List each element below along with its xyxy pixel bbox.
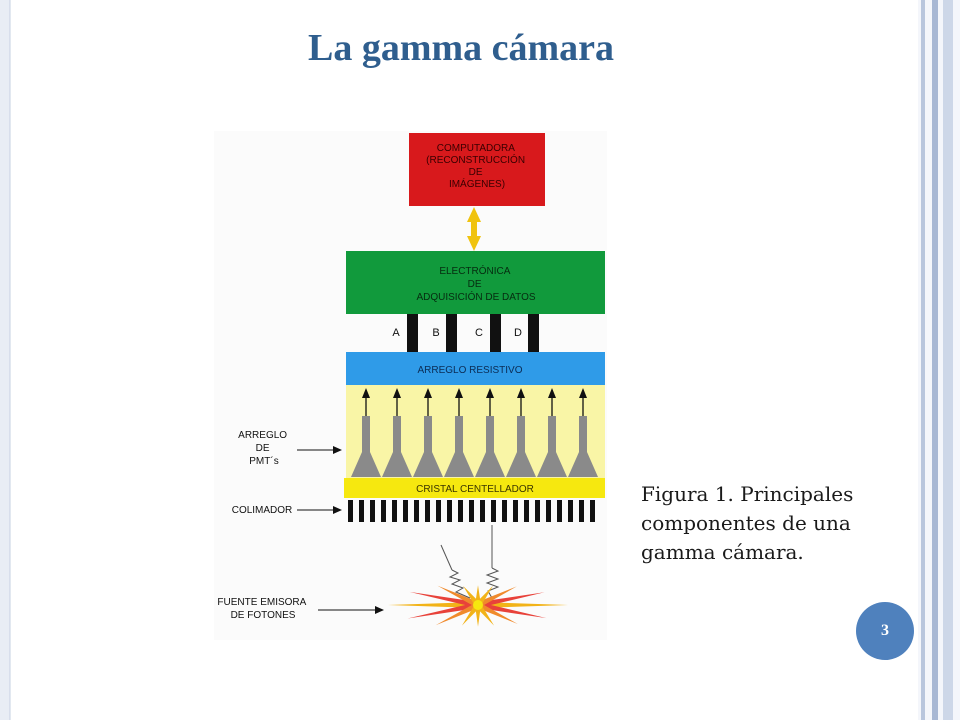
signal-label-c: C: [475, 327, 483, 339]
resistive-array-bar: [346, 352, 605, 385]
data-transfer-arrow: [467, 207, 481, 251]
computer-label: COMPUTADORA (RECONSTRUCCIÓN DE IMÁGENES): [426, 143, 528, 190]
scintillator-bar: [344, 478, 605, 498]
figure-caption: Figura 1. Principales componentes de una…: [641, 482, 854, 564]
slide-title: La gamma cámara: [307, 27, 615, 69]
pmt-array-label: ARREGLO DE PMT´s: [238, 430, 290, 467]
scintillator-label: CRISTAL CENTELLADOR: [416, 484, 534, 495]
resistive-array-label: ARREGLO RESISTIVO: [417, 365, 522, 376]
signal-lines: [407, 314, 539, 352]
burst-ray: [437, 585, 480, 608]
burst-ray: [388, 602, 478, 608]
photon-source-burst: [388, 585, 568, 627]
pmt-tube: [537, 388, 567, 477]
pmt-tube: [351, 388, 381, 477]
pmt-array: [351, 388, 598, 477]
pmt-tube: [444, 388, 474, 477]
burst-ray: [476, 586, 517, 608]
collimator-pointer-arrow: [297, 506, 342, 514]
burst-ray: [477, 602, 547, 619]
pmt-tube: [382, 388, 412, 477]
signal-label-b: B: [432, 327, 439, 339]
signal-label-d: D: [514, 327, 522, 339]
signal-labels: A B C D: [392, 327, 522, 339]
page-number-badge: 3: [856, 602, 914, 660]
source-pointer-arrow: [318, 606, 384, 614]
pmt-area: [346, 385, 605, 478]
pmt-tube: [475, 388, 505, 477]
burst-ray: [409, 591, 479, 608]
burst-ray: [477, 592, 545, 608]
burst-ray: [476, 602, 518, 625]
electronics-box: [346, 251, 605, 314]
burst-core: [473, 600, 483, 610]
burst-ray: [435, 602, 480, 626]
pmt-tube: [568, 388, 598, 477]
source-label: FUENTE EMISORA DE FOTONES: [217, 597, 308, 621]
burst-ray: [478, 602, 568, 608]
burst-ray: [407, 602, 479, 619]
computer-box: [409, 133, 545, 206]
pmt-tube: [506, 388, 536, 477]
pmt-pointer-arrow: [297, 446, 342, 454]
collimator: [348, 500, 595, 522]
signal-label-a: A: [392, 327, 400, 339]
pmt-tube: [413, 388, 443, 477]
electronics-label: ELECTRÓNICA DE ADQUISICIÓN DE DATOS: [416, 264, 535, 303]
collimator-label: COLIMADOR: [232, 505, 293, 516]
